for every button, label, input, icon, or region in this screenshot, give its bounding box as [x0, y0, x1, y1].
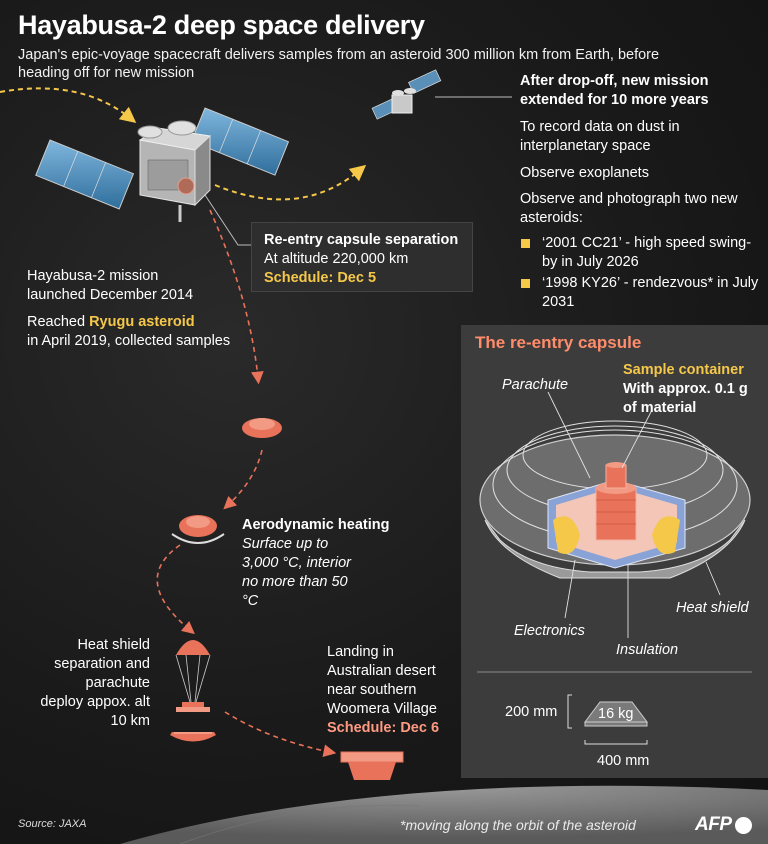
insulation-label: Insulation — [616, 642, 679, 658]
capsule-landed — [340, 751, 404, 780]
capsule-mass-label: 16 kg — [598, 706, 634, 722]
capsule-panel-title: The re-entry capsule — [475, 333, 642, 352]
separation-title: Re-entry capsule separation — [264, 232, 459, 248]
source-credit: Source: JAXA — [18, 818, 87, 830]
asteroid-bullet-text: ‘1998 KY26’ - rendezvous* in July 2031 — [542, 275, 759, 310]
ryugu-text: Reached Ryugu asteroid in April 2019, co… — [27, 313, 242, 351]
capsule-stage-heating — [171, 515, 225, 544]
heat-shield-label: Heat shield — [676, 600, 749, 616]
orbit-path-departure — [214, 164, 367, 201]
separation-altitude: At altitude 220,000 km — [264, 251, 409, 267]
capsule-stage-parachute — [170, 640, 216, 742]
earth-horizon — [120, 785, 768, 844]
mission-item-exoplanets: Observe exoplanets — [520, 165, 649, 181]
separation-callout: Re-entry capsule separation At altitude … — [251, 222, 473, 292]
ryugu-suffix: in April 2019, collected samples — [27, 333, 231, 349]
bullet-square-icon — [521, 279, 530, 288]
page-subtitle: Japan's epic-voyage spacecraft delivers … — [18, 47, 660, 81]
landing-text: Landing in Australian desert near southe… — [327, 644, 437, 717]
hayabusa2-departing-spacecraft — [371, 69, 442, 120]
electronics-label: Electronics — [514, 623, 585, 639]
capsule-cutaway — [477, 391, 752, 745]
descent-path — [156, 209, 337, 758]
capsule-height-label: 200 mm — [505, 704, 558, 720]
parachute-label: Parachute — [502, 377, 569, 393]
afp-logo: AFP — [695, 814, 732, 835]
mission-item-asteroids: Observe and photograph two new asteroids… — [520, 191, 738, 226]
capsule-stage-separated — [242, 418, 282, 438]
mission-item-dust: To record data on dust in interplanetary… — [520, 119, 680, 154]
new-mission-heading: After drop-off, new mission extended for… — [520, 73, 709, 108]
ryugu-highlight: Ryugu asteroid — [89, 314, 195, 330]
landing-schedule: Schedule: Dec 6 — [327, 720, 440, 736]
bullet-square-icon — [521, 239, 530, 248]
footnote: *moving along the orbit of the asteroid — [400, 817, 636, 833]
separation-leader-line — [204, 194, 251, 246]
orbit-path-arrival — [0, 87, 137, 123]
heating-detail: Surface up to 3,000 °C, interior no more… — [242, 536, 351, 609]
page-title: Hayabusa-2 deep space delivery — [18, 10, 425, 40]
capsule-width-label: 400 mm — [597, 753, 650, 769]
asteroid-bullet-ky26: ‘1998 KY26’ - rendezvous* in July 2031 — [520, 274, 760, 312]
asteroid-bullet-text: ‘2001 CC21’ - high speed swing-by in Jul… — [542, 235, 752, 270]
asteroid-bullet-cc21: ‘2001 CC21’ - high speed swing-by in Jul… — [520, 234, 760, 272]
afp-logo-dot-icon — [735, 817, 752, 834]
launch-text: Hayabusa-2 mission launched December 201… — [27, 268, 194, 303]
sample-container-label: Sample container — [623, 362, 744, 378]
ryugu-prefix: Reached — [27, 314, 90, 330]
separation-schedule: Schedule: Dec 5 — [264, 270, 377, 286]
heating-title: Aerodynamic heating — [242, 517, 390, 533]
hayabusa2-spacecraft — [35, 107, 290, 222]
parachute-step-text: Heat shield separation and parachute dep… — [40, 637, 150, 729]
sample-container-detail: With approx. 0.1 g of material — [623, 381, 748, 416]
